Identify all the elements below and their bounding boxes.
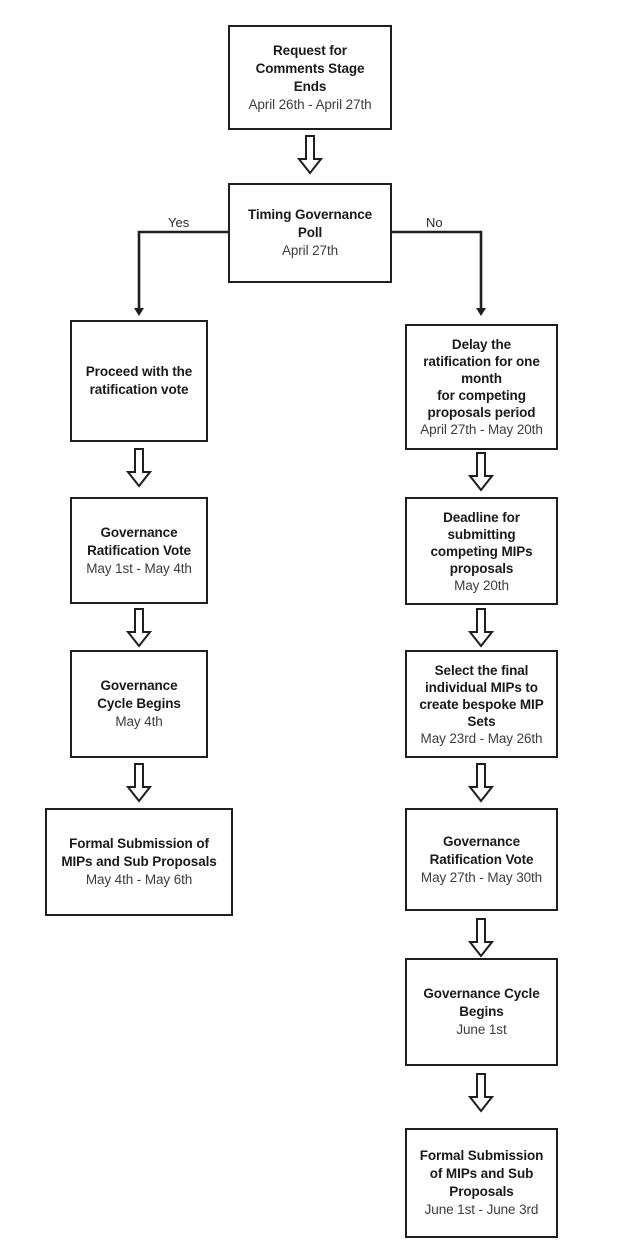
node-proceed-with-ratification-vote[interactable]: Proceed with the ratification vote xyxy=(70,320,208,442)
node-date: May 1st - May 4th xyxy=(86,560,192,576)
block-arrow-left-2-to-3 xyxy=(126,608,152,648)
node-date: June 1st xyxy=(456,1022,507,1037)
block-arrow-right-3-to-4 xyxy=(468,763,494,803)
node-title: Proceed with the ratification vote xyxy=(85,364,193,397)
node-governance-cycle-begins-june[interactable]: Governance Cycle Begins June 1st xyxy=(405,958,558,1066)
node-title: Select the final individual MIPs to crea… xyxy=(419,662,544,729)
node-formal-submission-mips-sub-proposals-may[interactable]: Formal Submission of MIPs and Sub Propos… xyxy=(45,808,233,916)
edge-label-no: No xyxy=(426,215,443,230)
node-governance-ratification-vote-may-27[interactable]: Governance Ratification Vote May 27th - … xyxy=(405,808,558,911)
node-title: Deadline for submitting competing MIPs p… xyxy=(430,509,533,576)
node-date: April 27th - May 20th xyxy=(420,422,543,437)
node-title: Formal Submission of MIPs and Sub Propos… xyxy=(61,836,217,869)
node-title: Timing Governance Poll xyxy=(247,207,373,240)
node-title: Delay the ratification for one month for… xyxy=(423,337,540,420)
node-title: Governance Ratification Vote xyxy=(87,524,191,558)
node-request-for-comments-stage-ends[interactable]: Request for Comments Stage Ends April 26… xyxy=(228,25,392,130)
node-title: Governance Cycle Begins xyxy=(423,986,540,1019)
node-date: May 23rd - May 26th xyxy=(420,730,543,746)
block-arrow-left-1-to-2 xyxy=(126,448,152,488)
node-date: June 1st - June 3rd xyxy=(424,1202,539,1217)
block-arrow-right-2-to-3 xyxy=(468,608,494,648)
node-date: May 20th xyxy=(454,577,509,593)
node-date: May 27th - May 30th xyxy=(420,869,543,885)
edge-label-yes: Yes xyxy=(168,215,190,230)
node-deadline-submitting-competing-mips[interactable]: Deadline for submitting competing MIPs p… xyxy=(405,497,558,605)
node-delay-ratification-one-month[interactable]: Delay the ratification for one month for… xyxy=(405,324,558,450)
node-date: May 4th - May 6th xyxy=(85,872,193,887)
node-title: Request for Comments Stage Ends xyxy=(255,42,365,94)
node-date: April 26th - April 27th xyxy=(248,96,372,112)
node-select-final-individual-mips[interactable]: Select the final individual MIPs to crea… xyxy=(405,650,558,758)
block-arrow-right-5-to-6 xyxy=(468,1073,494,1113)
block-arrow-right-1-to-2 xyxy=(468,452,494,492)
node-date: May 4th xyxy=(115,714,163,729)
node-title: Governance Ratification Vote xyxy=(429,833,534,867)
node-governance-cycle-begins-may[interactable]: Governance Cycle Begins May 4th xyxy=(70,650,208,758)
node-title: Governance Cycle Begins xyxy=(97,678,181,711)
node-title: Formal Submission of MIPs and Sub Propos… xyxy=(419,1148,544,1199)
node-governance-ratification-vote-may[interactable]: Governance Ratification Vote May 1st - M… xyxy=(70,497,208,604)
block-arrow-right-4-to-5 xyxy=(468,918,494,958)
node-timing-governance-poll[interactable]: Timing Governance Poll April 27th xyxy=(228,183,392,283)
node-formal-submission-mips-sub-proposals-june[interactable]: Formal Submission of MIPs and Sub Propos… xyxy=(405,1128,558,1238)
block-arrow-left-3-to-4 xyxy=(126,763,152,803)
block-arrow-start-to-decision xyxy=(297,135,323,175)
node-date: April 27th xyxy=(281,243,339,258)
